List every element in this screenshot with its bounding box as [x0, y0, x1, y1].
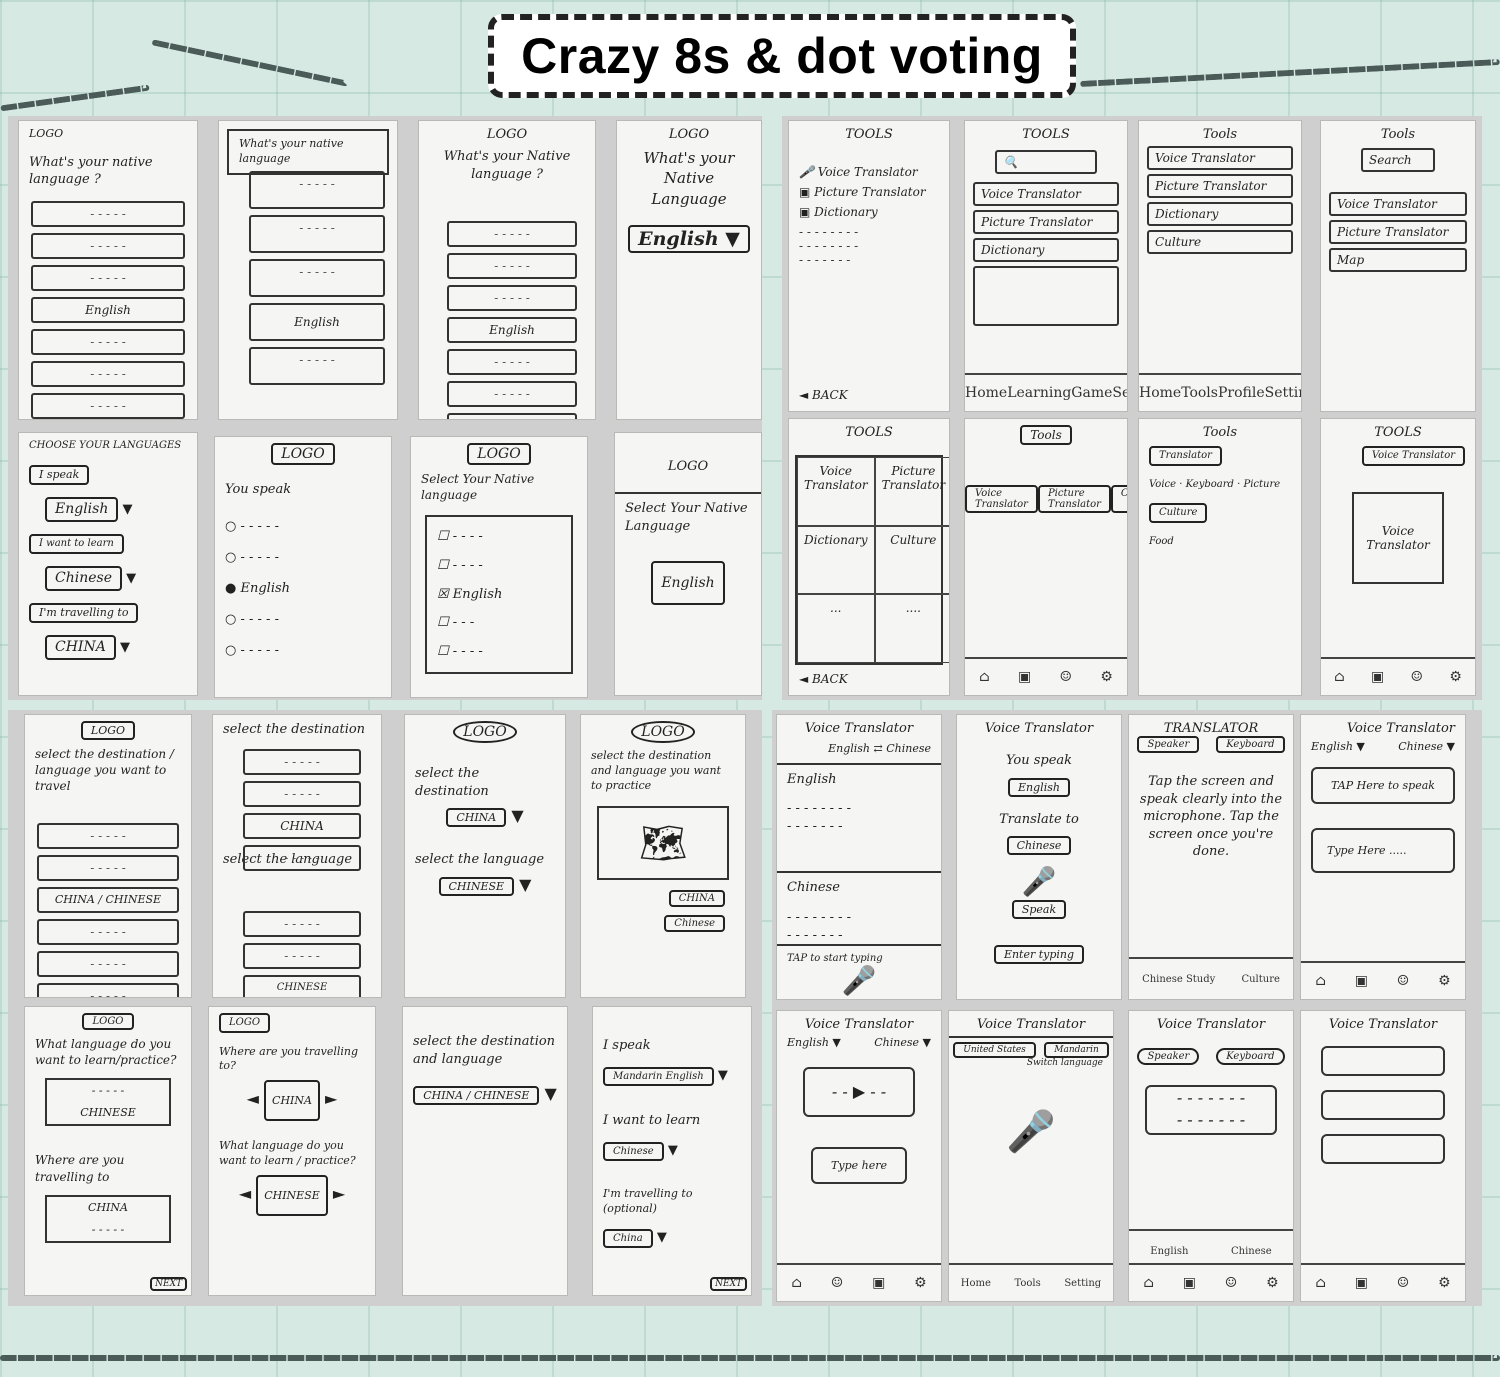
sketch-card: Voice Translator You speak English Trans…: [956, 714, 1122, 1000]
sketch-card: LOGO Where are you travelling to? ◄ CHIN…: [208, 1006, 376, 1296]
sketch-card: Voice Translator English ⇄ Chinese Engli…: [776, 714, 942, 1000]
sketch-card: TRANSLATOR Speaker Keyboard Tap the scre…: [1128, 714, 1294, 1000]
sketch-card: LOGO What language do you want to learn/…: [24, 1006, 192, 1296]
decorative-dash: [1080, 59, 1500, 87]
sketch-card: What's your native language English: [218, 120, 398, 420]
sketch-card: LOGO select the destination CHINA ▼ sele…: [404, 714, 566, 998]
sketch-card: LOGO select the destination and language…: [580, 714, 746, 998]
decorative-dash: [0, 84, 150, 112]
sketch-card: Tools Search Voice Translator Picture Tr…: [1320, 120, 1476, 412]
language-select[interactable]: English ▼: [628, 224, 750, 253]
sketch-card: LOGO select the destination / language y…: [24, 714, 192, 998]
decorative-dash: [0, 1355, 1500, 1361]
sketch-card: CHOOSE YOUR LANGUAGES I speak English ▼ …: [18, 432, 198, 696]
sketch-quadrant-3: LOGO select the destination / language y…: [8, 710, 762, 1306]
sketch-card: I speak Mandarin English ▼ I want to lea…: [592, 1006, 752, 1296]
sketch-card: select the destination and language CHIN…: [402, 1006, 568, 1296]
sketch-card: LOGO What's your native language ? Engli…: [18, 120, 198, 420]
sketch-card: Tools Voice Translator Picture Translato…: [1138, 120, 1302, 412]
sketch-card: Voice Translator United States Mandarin …: [948, 1010, 1114, 1302]
sketch-card: LOGO What's your Native Language English…: [616, 120, 762, 420]
sketch-card: TOOLS Voice Translator Voice Translator …: [1320, 418, 1476, 696]
sketch-quadrant-1: LOGO What's your native language ? Engli…: [8, 116, 762, 700]
page-title: Crazy 8s & dot voting: [521, 28, 1043, 84]
decorative-dash: [151, 39, 349, 87]
sketch-card: Tools Voice Translator Picture Translato…: [964, 418, 1128, 696]
sketch-card: LOGO What's your Native language ? Engli…: [418, 120, 596, 420]
sketch-quadrant-4: Voice Translator English ⇄ Chinese Engli…: [772, 710, 1482, 1306]
sketch-card: Tools Translator Voice · Keyboard · Pict…: [1138, 418, 1302, 696]
sketch-card: LOGO You speak ○ - - - - -○ - - - - -● E…: [214, 436, 392, 698]
sketch-card: Voice Translator English ▼Chinese ▼ TAP …: [1300, 714, 1466, 1000]
title-banner: Crazy 8s & dot voting: [488, 14, 1076, 98]
sketch-card: Voice Translator English ▼Chinese ▼ - - …: [776, 1010, 942, 1302]
sketch-card: TOOLS 🔍 Voice Translator Picture Transla…: [964, 120, 1128, 412]
sketch-card: select the destination CHINA select the …: [212, 714, 382, 998]
sketch-card: LOGO Select Your Native language ☐ - - -…: [410, 436, 588, 698]
sketch-quadrant-2: TOOLS 🎤 Voice Translator ▣ Picture Trans…: [782, 116, 1482, 700]
sketch-card: TOOLS 🎤 Voice Translator ▣ Picture Trans…: [788, 120, 950, 412]
sketch-card: Voice Translator Speaker Keyboard - - - …: [1128, 1010, 1294, 1302]
sketch-card: LOGO Select Your Native Language English: [614, 432, 762, 696]
sketch-card: Voice Translator ⌂▣☺⚙: [1300, 1010, 1466, 1302]
